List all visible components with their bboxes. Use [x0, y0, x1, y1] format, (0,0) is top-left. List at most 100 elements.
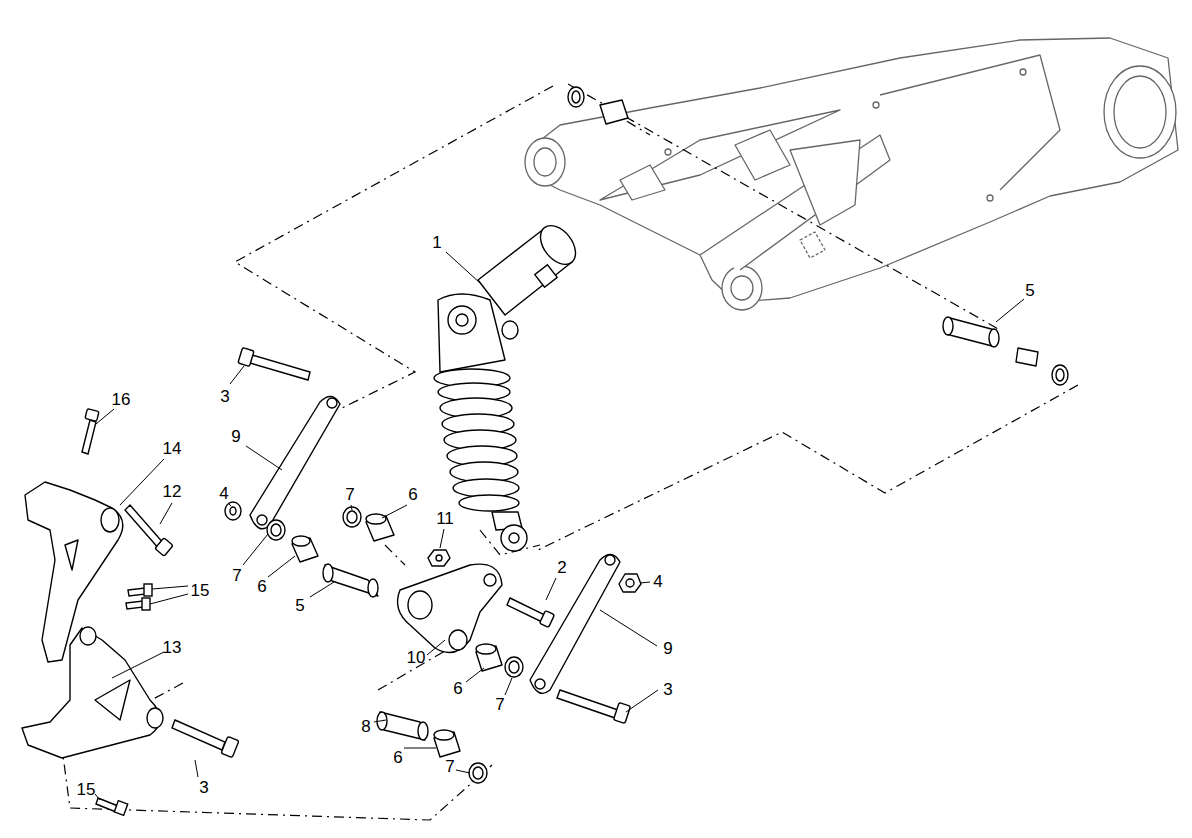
swingarm-shape — [987, 195, 993, 201]
linkage-parts-shape — [1016, 348, 1038, 366]
callout-number: 9 — [229, 427, 242, 446]
shock-absorber-shape — [438, 294, 505, 372]
callout-number: 13 — [161, 638, 184, 657]
swingarm — [525, 38, 1178, 310]
swingarm-shape — [731, 276, 753, 300]
shock-absorber-shape — [502, 321, 518, 339]
linkage-parts-shape — [418, 722, 428, 740]
linkage-parts-shape — [250, 396, 340, 528]
linkage-parts-shape — [476, 644, 496, 654]
bolts-shape — [172, 720, 225, 750]
bolts — [82, 348, 630, 816]
leader-lines-shape — [246, 446, 282, 470]
leader-lines-shape — [268, 556, 295, 577]
callout-number: 5 — [1023, 281, 1036, 300]
leader-lines-shape — [440, 529, 444, 548]
linkage-parts-shape — [943, 317, 953, 335]
linkage-parts-shape — [408, 591, 432, 619]
leader-lines-shape — [112, 652, 164, 678]
callout-number: 14 — [161, 439, 184, 458]
swingarm-shape — [528, 38, 1178, 302]
leader-lines-shape — [95, 794, 100, 800]
dashed-guides-shape — [568, 84, 1000, 330]
brackets-shape — [95, 680, 130, 720]
callout-number: 8 — [359, 717, 372, 736]
leader-lines-shape — [152, 586, 188, 589]
leader-lines-shape — [996, 299, 1024, 322]
leader-lines-shape — [160, 503, 172, 524]
callout-number: 6 — [406, 485, 419, 504]
bolts-shape — [507, 598, 545, 622]
callout-number: 15 — [189, 581, 212, 600]
dashed-guides-shape — [378, 632, 455, 690]
linkage-parts-shape — [225, 502, 241, 520]
leader-lines-shape — [150, 594, 188, 604]
shock-absorber-shape — [448, 306, 476, 334]
shock-absorber-shape — [509, 533, 519, 543]
linkage-parts-shape — [323, 564, 333, 582]
shock-absorber-shape — [501, 525, 527, 551]
linkage-parts-shape — [398, 564, 502, 652]
swingarm-shape — [700, 135, 890, 270]
linkage-parts-shape — [368, 579, 378, 597]
bolts-shape — [221, 736, 239, 757]
bolts-shape — [250, 355, 310, 380]
linkage-parts-shape — [605, 555, 615, 565]
leader-lines-shape — [505, 678, 512, 695]
linkage-parts-shape — [568, 87, 584, 107]
leader-lines-shape — [228, 503, 231, 506]
leader-lines-shape — [466, 668, 484, 682]
shock-absorber-shape — [535, 265, 557, 287]
callout-number: 10 — [405, 648, 428, 667]
linkage-parts-shape — [989, 329, 999, 347]
linkage-parts-shape — [535, 679, 545, 689]
shock-absorber — [434, 219, 583, 551]
linkage-parts-shape — [530, 554, 620, 693]
callout-number: 3 — [218, 387, 231, 406]
callout-number: 15 — [75, 780, 98, 799]
linkage-parts-shape — [257, 515, 267, 525]
brackets-shape — [80, 627, 96, 645]
swingarm-shape — [800, 232, 825, 258]
callout-number: 16 — [110, 390, 133, 409]
linkage-parts-shape — [484, 574, 496, 586]
callout-number: 7 — [230, 566, 243, 585]
callout-number: 9 — [661, 639, 674, 658]
linkage-parts-shape — [1056, 369, 1064, 381]
brackets-shape — [101, 508, 119, 532]
shock-absorber-shape — [453, 479, 519, 497]
leader-lines-shape — [404, 748, 436, 749]
bolts-shape — [82, 420, 96, 454]
shock-absorber-shape — [533, 219, 582, 271]
linkage-parts-shape — [366, 514, 386, 524]
swingarm-shape — [620, 165, 665, 200]
bolts-shape — [540, 611, 555, 628]
leader-lines-shape — [446, 252, 480, 283]
swingarm-shape — [722, 266, 762, 310]
leader-lines-shape — [600, 610, 657, 646]
dashed-guides-shape — [385, 545, 405, 565]
leader-lines-shape — [640, 582, 650, 583]
callout-number: 6 — [391, 748, 404, 767]
linkage-parts-shape — [572, 91, 580, 103]
callout-number: 2 — [555, 558, 568, 577]
leader-lines-shape — [546, 578, 556, 600]
swingarm-shape — [1114, 76, 1166, 148]
swingarm-shape — [525, 138, 565, 186]
leader-lines-shape — [626, 690, 658, 712]
linkage-parts-shape — [271, 524, 281, 536]
leader-lines-shape — [195, 760, 198, 777]
leader-lines-shape — [374, 720, 386, 722]
bolts-shape — [142, 598, 150, 610]
swingarm-shape — [1104, 66, 1176, 158]
linkage-parts-shape — [449, 630, 467, 650]
linkage-parts — [225, 87, 1068, 783]
linkage-parts-shape — [267, 520, 285, 540]
callout-number: 3 — [661, 680, 674, 699]
callout-number: 12 — [161, 482, 184, 501]
linkage-parts-shape — [428, 550, 450, 566]
leader-lines-shape — [310, 582, 334, 597]
swingarm-shape — [880, 55, 1060, 190]
